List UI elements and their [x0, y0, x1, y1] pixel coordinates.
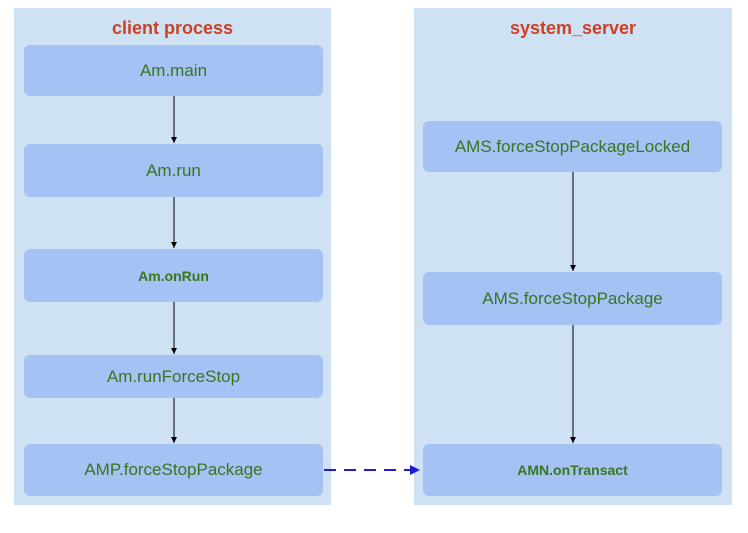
node-am-onrun: Am.onRun — [24, 249, 323, 302]
client-process-title: client process — [111, 18, 234, 38]
node-amp-forcestoppackage: AMP.forceStopPackage — [24, 444, 323, 496]
node-ams-forcestoppackage: AMS.forceStopPackage — [423, 272, 722, 325]
system-server-title: system_server — [509, 18, 637, 38]
node-amn-ontransact: AMN.onTransact — [423, 444, 722, 496]
node-am-runforcestop: Am.runForceStop — [24, 355, 323, 398]
node-ams-forcestoppackagelocked: AMS.forceStopPackageLocked — [423, 121, 722, 172]
node-am-main: Am.main — [24, 45, 323, 96]
node-am-run: Am.run — [24, 144, 323, 197]
